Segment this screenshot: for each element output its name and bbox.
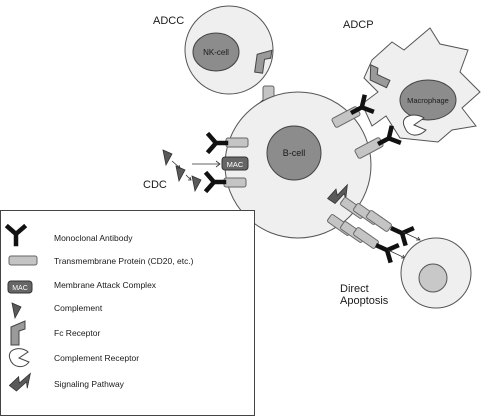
nk-cell: NK-cell [184,5,274,95]
legend-label: Monoclonal Antibody [54,233,133,243]
macrophage-cell: Macrophage [361,27,481,143]
mac-box: MAC [221,156,249,171]
legend-item-complement-receptor: Complement Receptor [8,348,139,367]
legend-item-transmembrane-protein: Transmembrane Protein (CD20, etc.) [8,255,194,266]
complement-icon [191,175,202,192]
monoclonal-antibody-icon [207,174,224,190]
legend-label: Complement [54,303,103,313]
transmembrane-protein-icon [223,177,247,188]
legend-label: Membrane Attack Complex [54,280,157,290]
apoptotic-cell [400,237,472,309]
adcp-label: ADCP [343,19,374,31]
legend-label: Fc Receptor [54,328,100,338]
cdc-label: CDC [143,179,167,191]
transmembrane-protein-icon [225,137,249,148]
complement-receptor-icon [402,114,427,136]
legend-item-monoclonal-antibody: Monoclonal Antibody [8,227,133,244]
transmembrane-protein-icon [8,255,38,266]
legend-label: Signaling Pathway [54,379,125,389]
b-cell-label: B-cell [283,148,306,158]
legend-item-fc-receptor: Fc Receptor [10,320,100,346]
legend-item-signaling-pathway: Signaling Pathway [7,371,125,395]
direct-apoptosis-label-line1: Direct [340,283,369,295]
cdc-arrows [171,160,221,181]
monoclonal-antibody-icon [390,222,412,244]
mac-label: MAC [227,160,244,169]
macrophage-label: Macrophage [407,96,449,105]
mac-icon: MAC [7,280,33,294]
legend-item-mac: MAC Membrane Attack Complex [7,280,157,294]
mac-icon-label: MAC [12,285,28,292]
direct-apoptosis-label-line2: Apoptosis [340,295,389,307]
complement-receptor-icon [8,348,30,367]
nk-cell-label: NK-cell [203,48,229,57]
legend-label: Complement Receptor [54,353,139,363]
legend-item-complement: Complement [11,302,103,319]
monoclonal-antibody-icon [209,135,226,151]
adcc-label: ADCC [153,15,184,27]
legend: Monoclonal Antibody Transmembrane Protei… [0,210,255,416]
legend-label: Transmembrane Protein (CD20, etc.) [54,256,194,266]
complement-icon [162,149,173,166]
